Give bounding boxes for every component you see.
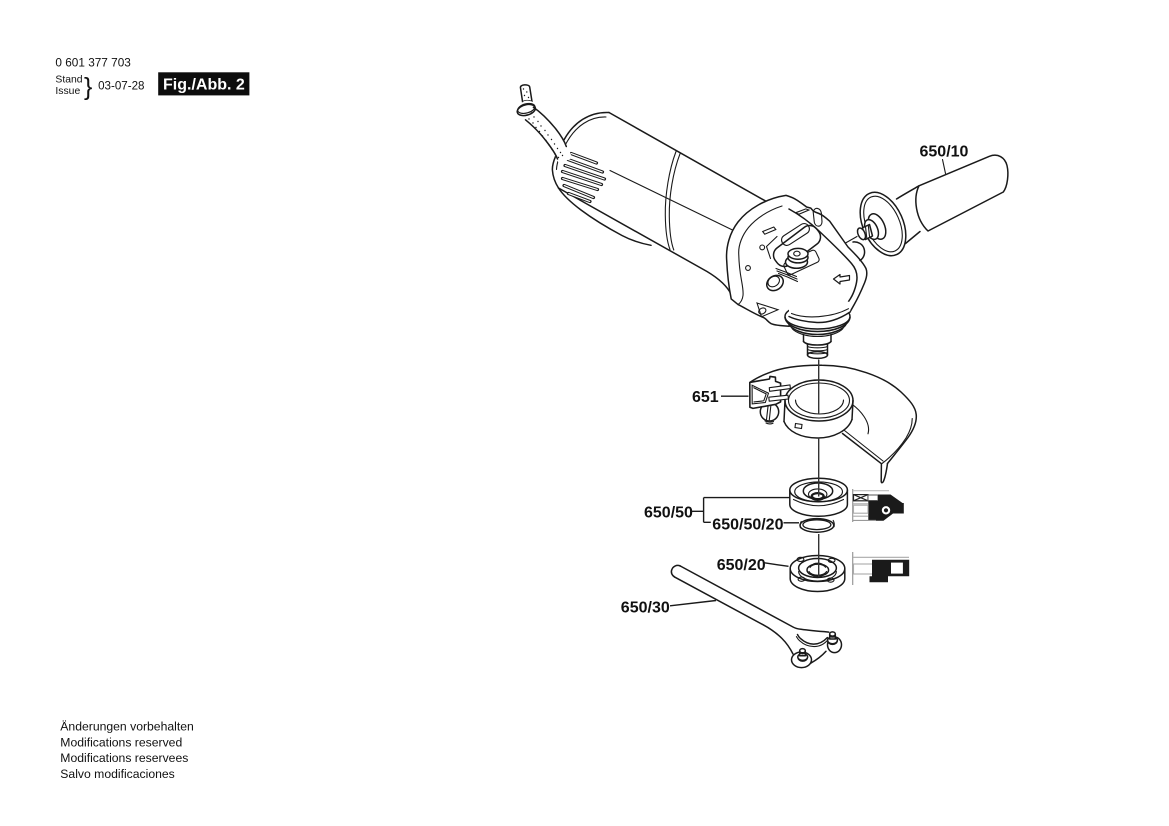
svg-text:Fig./Abb. 2: Fig./Abb. 2 xyxy=(163,77,245,94)
svg-text:650/20: 650/20 xyxy=(717,557,766,574)
svg-text:650/10: 650/10 xyxy=(920,143,969,160)
svg-text:Issue: Issue xyxy=(55,86,80,97)
svg-text:650/50/20: 650/50/20 xyxy=(712,517,783,534)
svg-text:Stand: Stand xyxy=(55,74,82,85)
svg-text:Modifications reserved: Modifications reserved xyxy=(60,735,182,749)
svg-text:Modifications reservees: Modifications reservees xyxy=(60,751,188,765)
svg-text:Salvo modificaciones: Salvo modificaciones xyxy=(60,767,174,781)
svg-text:650/50: 650/50 xyxy=(644,505,693,522)
svg-text:Änderungen vorbehalten: Änderungen vorbehalten xyxy=(60,720,194,734)
svg-text:650/30: 650/30 xyxy=(621,599,670,616)
svg-text:651: 651 xyxy=(692,389,719,406)
svg-text:0 601 377 703: 0 601 377 703 xyxy=(55,56,131,70)
svg-text:}: } xyxy=(84,73,92,101)
svg-text:03-07-28: 03-07-28 xyxy=(98,80,144,93)
